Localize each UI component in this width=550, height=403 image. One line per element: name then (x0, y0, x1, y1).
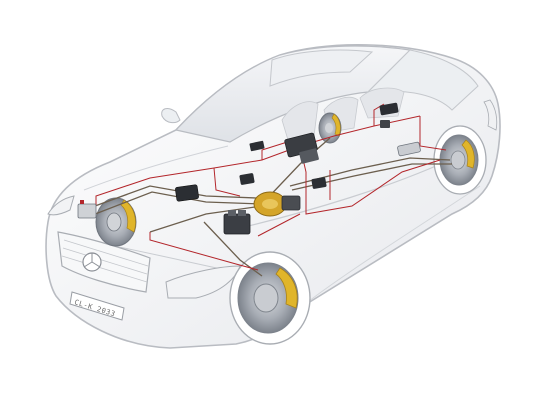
mercedes-star-emblem (82, 252, 102, 272)
tail-light (483, 99, 498, 131)
brake-booster (253, 191, 301, 217)
brake-caliper-front-right (275, 267, 298, 309)
abs-hydraulic-unit (223, 210, 251, 235)
front-right-wheel (229, 251, 311, 345)
control-module-seat (311, 177, 327, 189)
parking-brake-actuator (397, 141, 421, 157)
control-module-front (175, 184, 199, 202)
brake-caliper-rear-right (461, 139, 475, 169)
battery (77, 200, 97, 219)
brake-caliper-front-left (120, 199, 136, 233)
headlight-right (165, 265, 241, 299)
control-module-rear (379, 102, 399, 128)
rear-right-wheel (433, 125, 487, 195)
control-module-center (239, 173, 255, 185)
control-module-dash (249, 140, 265, 152)
control-module-console (284, 132, 319, 164)
wiring-harness (95, 103, 447, 271)
front-grille (57, 231, 151, 293)
headlight-left (47, 195, 75, 216)
front-left-brake-disc (95, 197, 137, 247)
